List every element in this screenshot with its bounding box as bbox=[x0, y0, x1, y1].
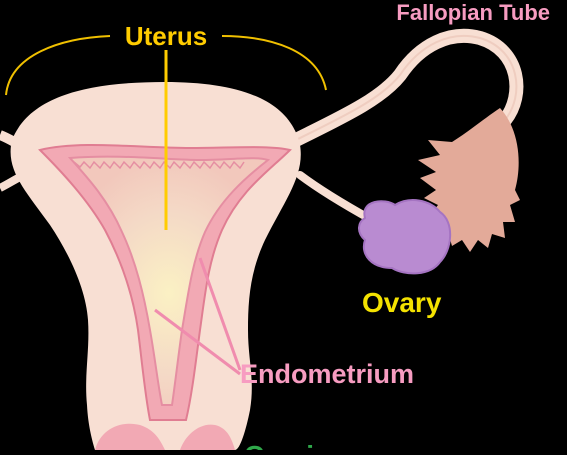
endometrium-pointer-2 bbox=[154, 308, 241, 376]
fallopian-tube-label: Fallopian Tube bbox=[396, 0, 550, 25]
cervix-lip-right bbox=[180, 424, 235, 450]
uterus-bracket-right bbox=[221, 35, 327, 91]
endometrium-pointer-1 bbox=[198, 257, 242, 371]
ovary-label: Ovary bbox=[362, 287, 442, 318]
endometrium-label: Endometrium bbox=[240, 359, 414, 389]
cervix-label: Cervix bbox=[244, 440, 330, 450]
ovary bbox=[358, 199, 452, 275]
uterus-label: Uterus bbox=[125, 21, 207, 51]
uterus-bracket-left bbox=[5, 35, 111, 96]
cervix-lip-left bbox=[95, 423, 165, 450]
